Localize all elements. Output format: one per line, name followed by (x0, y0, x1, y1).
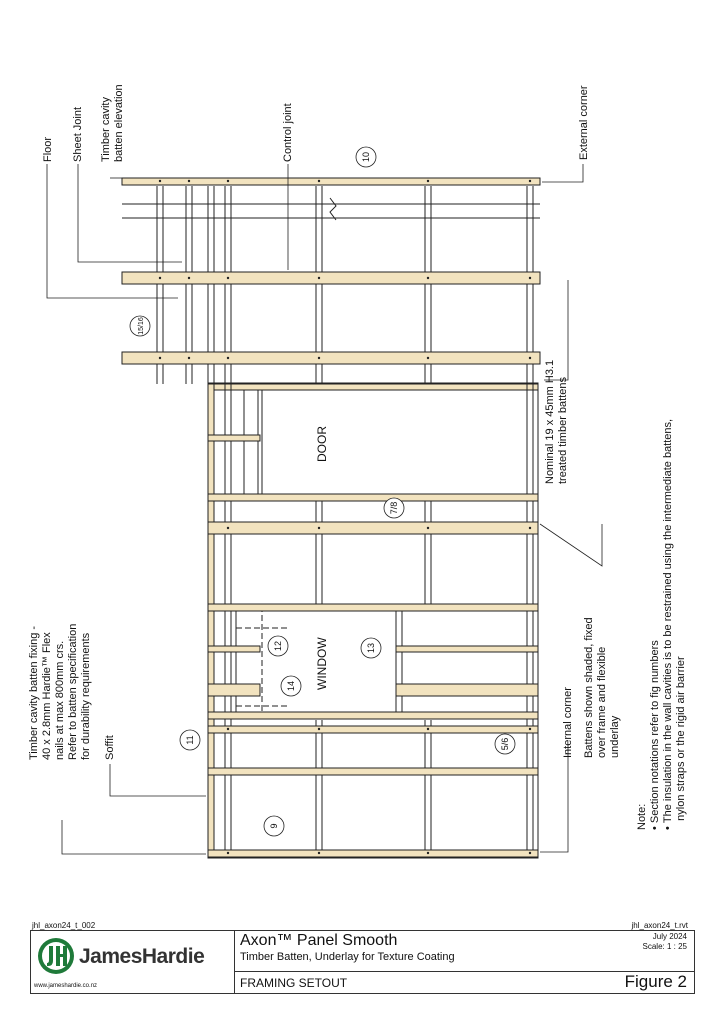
sheet-title: FRAMING SETOUT (240, 976, 348, 990)
marker-5-6: 5/6 (500, 738, 510, 751)
marker-12: 12 (273, 641, 283, 651)
window-label: WINDOW (315, 637, 329, 690)
section-marker-circles (129, 146, 516, 837)
brand-name: JamesHardie (79, 945, 205, 968)
product-title: Axon™ Panel Smooth (240, 932, 398, 949)
figure-number: Figure 2 (624, 972, 687, 991)
product-subtitle: Timber Batten, Underlay for Texture Coat… (240, 951, 455, 963)
marker-14: 14 (286, 681, 296, 691)
website: www.jameshardie.co.nz (34, 983, 98, 989)
battens-shaded-label: Battens shown shaded, fixed over frame a… (583, 617, 621, 758)
file-name: jhl_axon24_t.rvt (631, 921, 688, 930)
marker-13: 13 (366, 643, 376, 653)
marker-11: 11 (185, 735, 195, 744)
issue-date: July 2024 (652, 932, 687, 941)
marker-7-8: 7/8 (389, 502, 399, 515)
control-joint-label: Control joint (282, 103, 294, 162)
lower-wall-frame (207, 383, 539, 859)
title-block: JamesHardie www.jameshardie.co.nz Axon™ … (30, 930, 695, 994)
marker-10: 10 (361, 152, 371, 162)
upper-wall-frame (122, 186, 540, 384)
sheet-joint-label: Sheet Joint (72, 106, 84, 162)
lower-battens (207, 383, 539, 859)
door-label: DOOR (315, 426, 329, 462)
brand-logo: JamesHardie (37, 937, 227, 977)
batten-fixing-label: Timber cavity batten fixing - 40 x 2.8mm… (28, 623, 92, 760)
internal-corner-label: Internal corner (562, 687, 574, 758)
floor-label: Floor (42, 136, 54, 162)
external-corner-label: External corner (578, 85, 590, 160)
upper-battens (121, 177, 541, 391)
drawing-code: jhl_axon24_t_002 (32, 921, 96, 930)
fixing-nails (158, 179, 532, 855)
marker-9: 9 (269, 823, 279, 828)
leader-lines (46, 164, 603, 855)
soffit-label: Soffit (104, 735, 116, 760)
jh-logo-icon (38, 938, 74, 974)
framing-setout-drawing: 10 15/16 7/8 12 13 14 11 5/6 9 (46, 146, 603, 859)
marker-15-16: 15/16 (138, 317, 145, 335)
timber-cavity-elevation-label: Timber cavity batten elevation (100, 84, 125, 162)
nominal-battens-label: Nominal 19 x 45mm H3.1 treated timber ba… (544, 359, 569, 484)
scale: Scale: 1 : 25 (642, 942, 687, 951)
notes-block: Note: • Section notations refer to fig n… (636, 418, 687, 830)
section-marker-text: 10 15/16 7/8 12 13 14 11 5/6 9 (138, 152, 510, 829)
